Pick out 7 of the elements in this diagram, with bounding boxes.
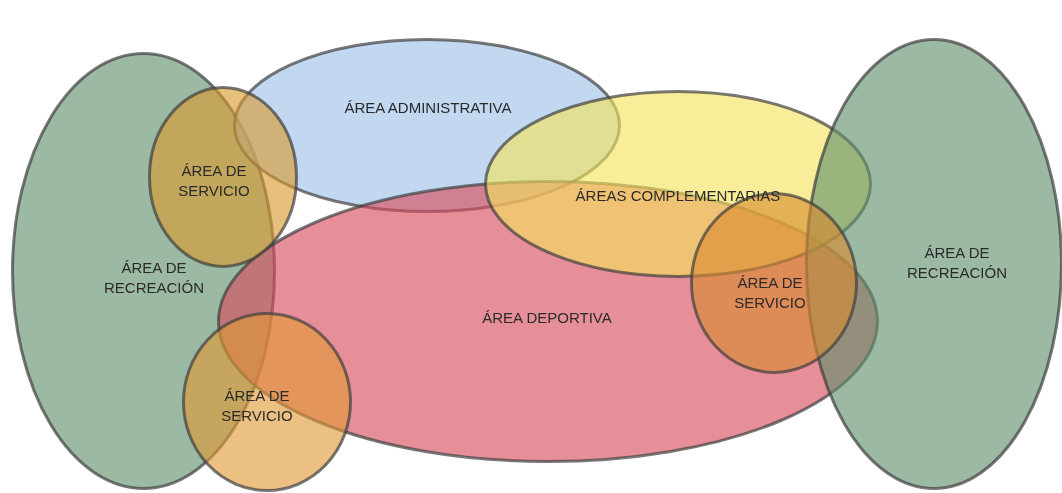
zone-label: ÁREA DE RECREACIÓN [103,257,205,297]
zone-label: ÁREA DE SERVICIO [177,160,251,200]
zone-label: ÁREA DE SERVICIO [733,272,807,312]
zone-label: ÁREA DE SERVICIO [220,385,294,425]
zone-label: ÁREA DE RECREACIÓN [906,242,1008,282]
zone-label: ÁREA ADMINISTRATIVA [343,98,513,118]
zone-label: ÁREA DEPORTIVA [481,308,613,328]
